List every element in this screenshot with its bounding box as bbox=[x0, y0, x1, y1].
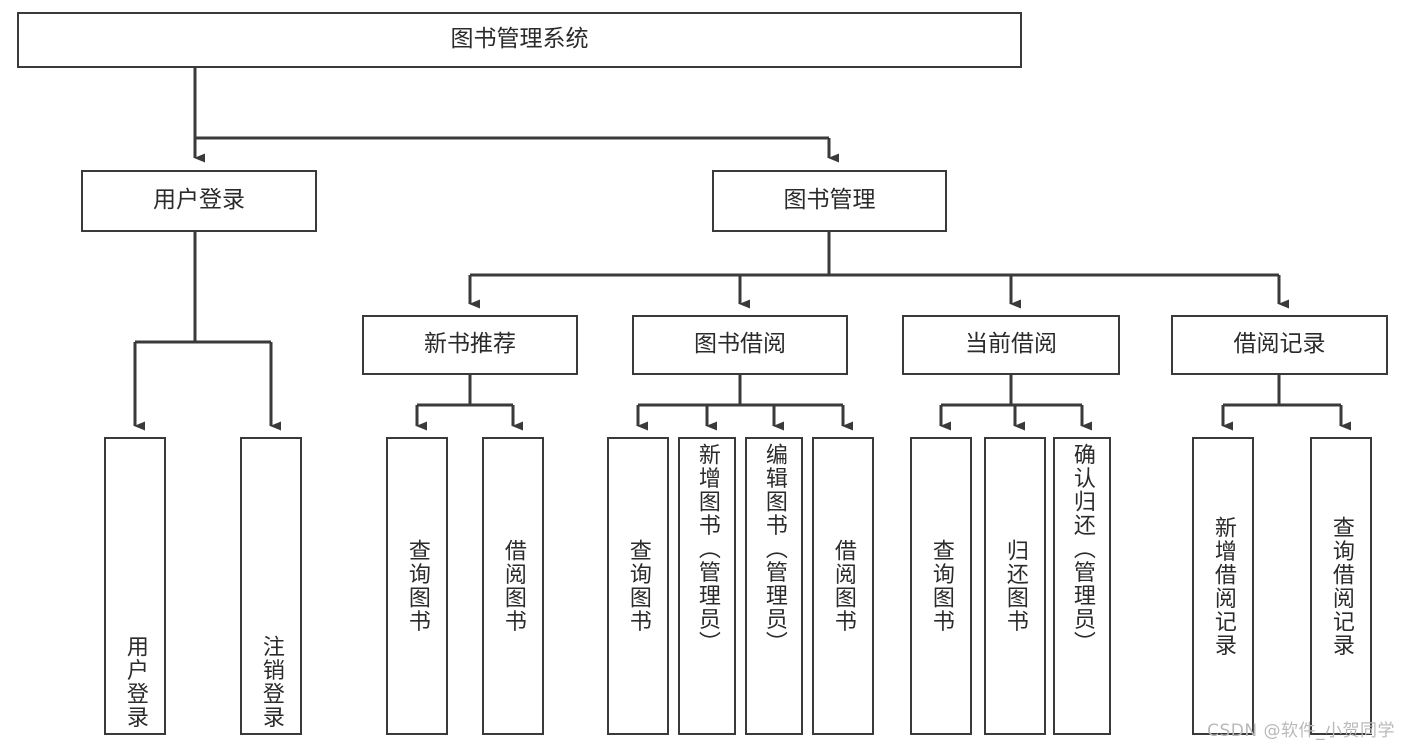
node-root-system[interactable]: 图书管理系统 bbox=[17, 12, 1022, 68]
node-leaf-borrow-book-recommend-label: 借阅图书 bbox=[500, 539, 526, 633]
node-leaf-query-book-borrowing-label: 查询图书 bbox=[625, 539, 651, 633]
node-borrowing-record-label: 借阅记录 bbox=[1233, 331, 1326, 358]
node-user-login-label: 用户登录 bbox=[153, 187, 245, 214]
node-leaf-add-borrow-record[interactable]: 新增借阅记录 bbox=[1192, 437, 1254, 735]
node-new-book-recommendation-label: 新书推荐 bbox=[424, 331, 516, 358]
node-leaf-borrow-book[interactable]: 借阅图书 bbox=[812, 437, 874, 735]
node-book-borrowing-label: 图书借阅 bbox=[694, 331, 786, 358]
node-leaf-logout-label: 注销登录 bbox=[258, 635, 284, 729]
node-leaf-add-book[interactable]: 新增图书（管理员） bbox=[678, 437, 736, 735]
node-leaf-borrow-book-recommend[interactable]: 借阅图书 bbox=[482, 437, 544, 735]
node-leaf-edit-book[interactable]: 编辑图书（管理员） bbox=[745, 437, 803, 735]
node-leaf-borrow-book-label: 借阅图书 bbox=[830, 539, 856, 633]
node-leaf-user-login-label: 用户登录 bbox=[122, 635, 148, 729]
node-root-system-label: 图书管理系统 bbox=[450, 26, 589, 53]
node-book-borrowing[interactable]: 图书借阅 bbox=[632, 315, 848, 375]
node-leaf-query-borrow-record-label: 查询借阅记录 bbox=[1328, 515, 1354, 657]
node-leaf-logout[interactable]: 注销登录 bbox=[240, 437, 302, 735]
node-leaf-confirm-return[interactable]: 确认归还（管理员） bbox=[1053, 437, 1111, 735]
node-leaf-add-book-label: 新增图书（管理员） bbox=[694, 443, 720, 655]
csdn-watermark: CSDN @软件_小贺同学 bbox=[1207, 721, 1395, 741]
node-user-login[interactable]: 用户登录 bbox=[81, 170, 317, 232]
node-leaf-user-login[interactable]: 用户登录 bbox=[104, 437, 166, 735]
node-leaf-query-book-borrowing[interactable]: 查询图书 bbox=[607, 437, 669, 735]
node-leaf-query-book-recommend-label: 查询图书 bbox=[404, 539, 430, 633]
node-leaf-add-borrow-record-label: 新增借阅记录 bbox=[1210, 515, 1236, 657]
node-leaf-confirm-return-label: 确认归还（管理员） bbox=[1069, 443, 1095, 655]
node-new-book-recommendation[interactable]: 新书推荐 bbox=[362, 315, 578, 375]
node-book-management[interactable]: 图书管理 bbox=[712, 170, 947, 232]
node-current-borrowing[interactable]: 当前借阅 bbox=[902, 315, 1120, 375]
node-leaf-return-book[interactable]: 归还图书 bbox=[984, 437, 1046, 735]
node-leaf-edit-book-label: 编辑图书（管理员） bbox=[761, 443, 787, 655]
node-leaf-return-book-label: 归还图书 bbox=[1002, 539, 1028, 633]
node-current-borrowing-label: 当前借阅 bbox=[965, 331, 1057, 358]
node-book-management-label: 图书管理 bbox=[783, 187, 876, 214]
node-leaf-query-book-recommend[interactable]: 查询图书 bbox=[386, 437, 448, 735]
node-leaf-query-book-current-label: 查询图书 bbox=[928, 539, 954, 633]
node-leaf-query-borrow-record[interactable]: 查询借阅记录 bbox=[1310, 437, 1372, 735]
node-borrowing-record[interactable]: 借阅记录 bbox=[1171, 315, 1388, 375]
node-leaf-query-book-current[interactable]: 查询图书 bbox=[910, 437, 972, 735]
